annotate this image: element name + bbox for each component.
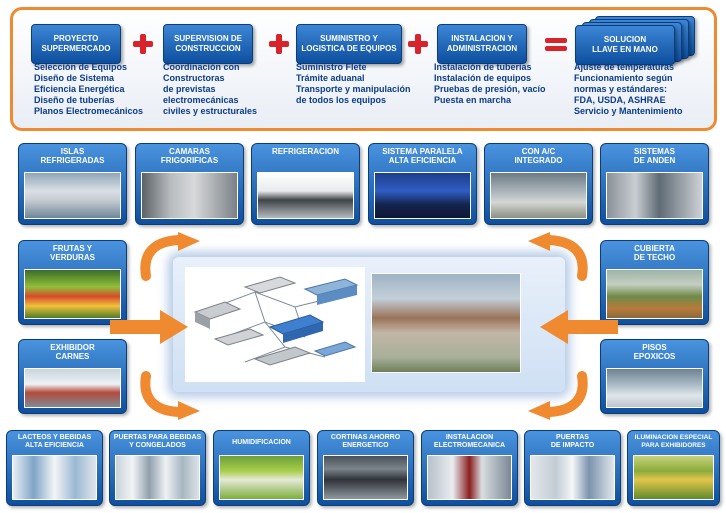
electromechanical-photo — [427, 455, 512, 500]
tile-exhibidor-carnes[interactable]: EXHIBIDOR CARNES — [18, 339, 127, 414]
tile-refrigeracion[interactable]: REFRIGERACION — [251, 143, 360, 225]
step-supervision: SUPERVISION DE CONSTRUCCION — [163, 24, 253, 64]
tile-cortinas-ahorro[interactable]: CORTINAS AHORRO ENERGETICO — [317, 430, 414, 506]
step-supervision-button[interactable]: SUPERVISION DE CONSTRUCCION — [163, 24, 253, 64]
tile-con-ac-integrado[interactable]: CON A/C INTEGRADO — [484, 143, 593, 225]
step-suministro-list: Suministro Flete Trámite aduanal Transpo… — [296, 62, 411, 105]
process-panel: PROYECTO SUPERMERCADO Selección de Equip… — [10, 7, 717, 131]
step-suministro-button[interactable]: SUMINISTRO Y LOGISTICA DE EQUIPOS — [296, 24, 402, 64]
tile-islas-refrigeradas[interactable]: ISLAS REFRIGERADAS — [18, 143, 127, 225]
impact-door-photo — [530, 455, 615, 500]
step-instalacion-list: Instalación de tuberías Instalación de e… — [434, 62, 546, 105]
plus-icon — [133, 34, 153, 54]
equals-icon — [545, 34, 567, 54]
arrow-left-icon — [540, 310, 618, 344]
tile-sistemas-de-anden[interactable]: SISTEMAS DE ANDEN — [600, 143, 709, 225]
tile-frutas-y-verduras[interactable]: FRUTAS Y VERDURAS — [18, 240, 127, 325]
meat-display-photo — [24, 368, 121, 408]
refrigeration-diagram-icon — [185, 267, 365, 382]
produce-photo — [24, 269, 121, 319]
tile-instalacion-electromecanica[interactable]: INSTALACION ELECTROMECANICA — [421, 430, 518, 506]
supermarket-building-photo — [371, 273, 521, 373]
dairy-photo — [12, 455, 97, 500]
tile-camaras-frigorificas[interactable]: CAMARAS FRIGORIFICAS — [135, 143, 244, 225]
tile-puertas-bebidas[interactable]: PUERTAS PARA BEBIDAS Y CONGELADOS — [109, 430, 206, 506]
curved-arrow-icon — [528, 232, 588, 281]
energy-curtain-photo — [323, 455, 408, 500]
step-supervision-list: Coordinación con Constructoras de previs… — [163, 62, 258, 116]
step-proyecto: PROYECTO SUPERMERCADO — [31, 24, 121, 64]
step-instalacion: INSTALACION Y ADMINISTRACION — [437, 24, 527, 64]
display-lighting-photo — [633, 455, 714, 500]
step-solucion-stack: SOLUCION LLAVE EN MANO — [575, 16, 705, 68]
freezer-doors-photo — [115, 455, 200, 500]
roof-photo — [606, 269, 703, 319]
curved-arrow-icon — [140, 232, 200, 281]
humidification-photo — [219, 455, 304, 500]
tile-puertas-de-impacto[interactable]: PUERTAS DE IMPACTO — [524, 430, 621, 506]
warehouse-ac-photo — [490, 172, 587, 219]
cold-room-photo — [141, 172, 238, 219]
refrigerated-island-photo — [24, 172, 121, 219]
tile-lacteos-y-bebidas[interactable]: LACTEOS Y BEBIDAS ALTA EFICIENCIA — [6, 430, 103, 506]
loading-dock-photo — [606, 172, 703, 219]
step-solucion-button[interactable]: SOLUCION LLAVE EN MANO — [575, 25, 675, 65]
curved-arrow-icon — [528, 371, 588, 420]
tile-humidificacion[interactable]: HUMIDIFICACION — [213, 430, 310, 506]
step-proyecto-list: Selección de Equipos Diseño de Sistema E… — [34, 62, 144, 116]
tile-pisos-epoxicos[interactable]: PISOS EPOXICOS — [600, 339, 709, 414]
plus-icon — [408, 34, 428, 54]
tile-iluminacion-especial[interactable]: ILUMINACION ESPECIAL PARA EXHIBIDORES — [627, 430, 720, 506]
step-instalacion-button[interactable]: INSTALACION Y ADMINISTRACION — [437, 24, 527, 64]
tile-cubierta-de-techo[interactable]: CUBIERTA DE TECHO — [600, 240, 709, 325]
arrow-right-icon — [110, 310, 188, 344]
step-solucion-list: Ajuste de temperaturas Funcionamiento se… — [574, 62, 683, 116]
step-suministro: SUMINISTRO Y LOGISTICA DE EQUIPOS — [296, 24, 402, 64]
step-proyecto-button[interactable]: PROYECTO SUPERMERCADO — [31, 24, 121, 64]
tile-sistema-paralela[interactable]: SISTEMA PARALELA ALTA EFICIENCIA — [368, 143, 477, 225]
plus-icon — [269, 34, 289, 54]
center-panel — [173, 257, 565, 392]
condenser-photo — [257, 172, 354, 219]
epoxy-floor-photo — [606, 368, 703, 408]
curved-arrow-icon — [140, 371, 200, 420]
compressor-rack-photo — [374, 172, 471, 219]
